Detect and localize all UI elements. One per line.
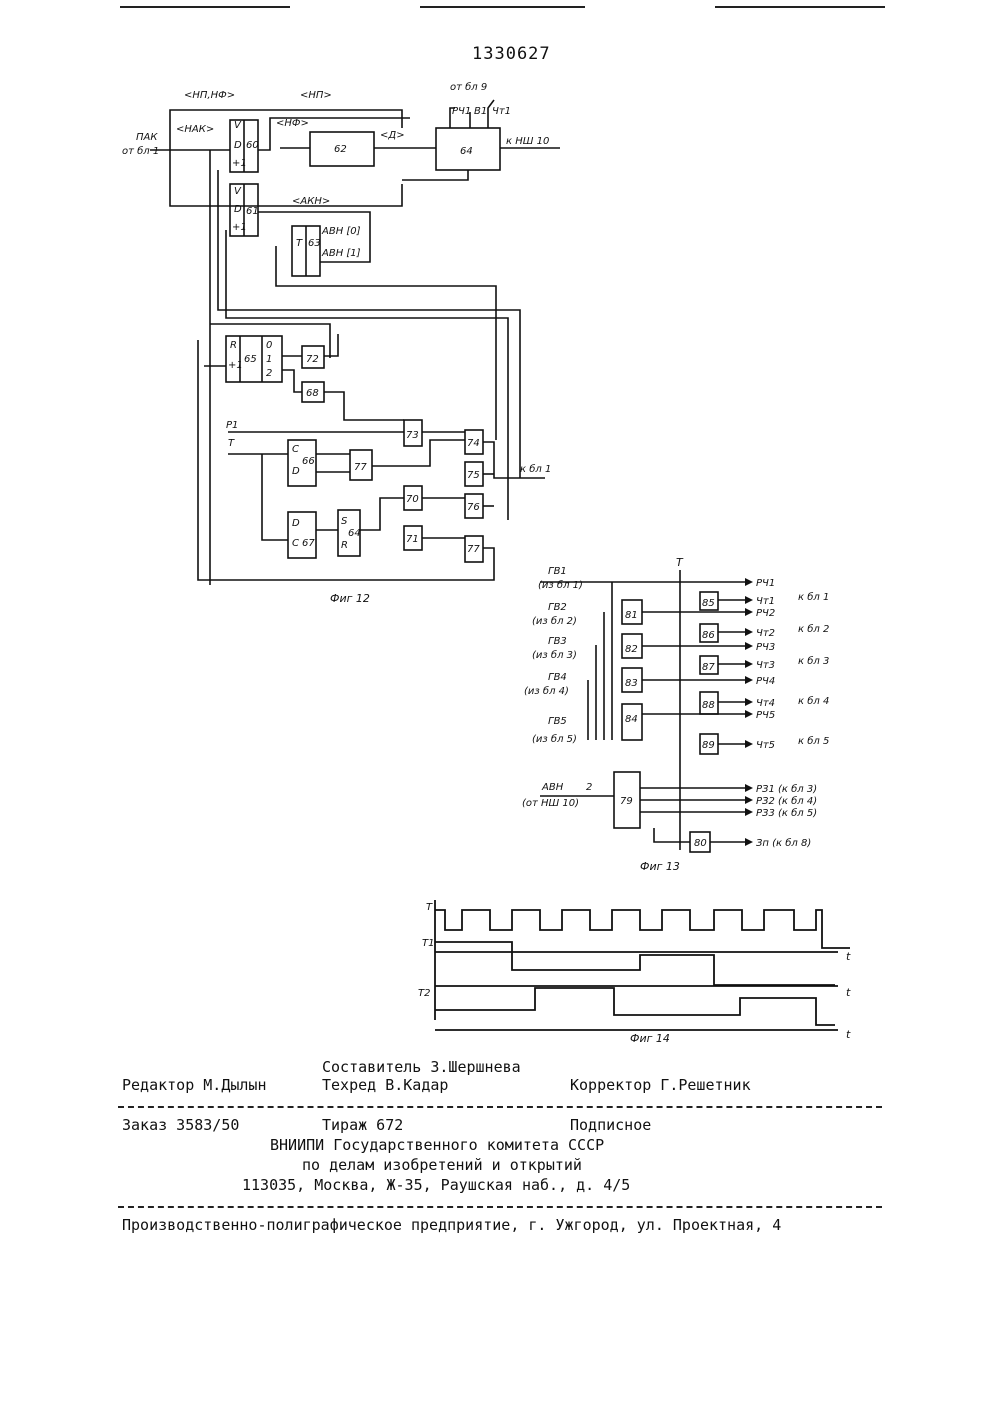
compiler-line: Составитель З.Шершнева bbox=[322, 1058, 521, 1076]
block-71 bbox=[404, 526, 422, 550]
fig12-diagram bbox=[150, 100, 560, 585]
block-79 bbox=[614, 772, 640, 828]
fig14-timing bbox=[435, 900, 850, 1030]
block-84 bbox=[622, 704, 642, 740]
block-88 bbox=[700, 692, 718, 714]
org1-line: ВНИИПИ Государственного комитета СССР bbox=[270, 1136, 604, 1154]
block-89 bbox=[700, 734, 718, 754]
block-82 bbox=[622, 634, 642, 658]
fig13-arrowheads bbox=[745, 578, 753, 846]
signal-T2 bbox=[435, 988, 835, 1025]
block-80 bbox=[690, 832, 710, 852]
order-line: Заказ 3583/50 bbox=[122, 1116, 239, 1134]
signal-T1 bbox=[435, 942, 835, 985]
separator-2 bbox=[118, 1206, 882, 1208]
block-66 bbox=[288, 440, 316, 486]
block-76 bbox=[465, 494, 483, 518]
block-74 bbox=[465, 430, 483, 454]
block-85 bbox=[700, 592, 718, 610]
patent-drawings bbox=[0, 0, 1000, 1060]
block-62 bbox=[310, 132, 374, 166]
block-64 bbox=[436, 128, 500, 170]
block-72 bbox=[302, 346, 324, 368]
corrector-line: Корректор Г.Решетник bbox=[570, 1076, 751, 1094]
block-81 bbox=[622, 600, 642, 624]
block-73 bbox=[404, 420, 422, 446]
techred-line: Техред В.Кадар bbox=[322, 1076, 448, 1094]
tirage-line: Тираж 672 bbox=[322, 1116, 403, 1134]
block-77 bbox=[465, 536, 483, 562]
block-78 bbox=[350, 450, 372, 480]
block-75 bbox=[465, 462, 483, 486]
block-83 bbox=[622, 668, 642, 692]
block-67 bbox=[288, 512, 316, 558]
subscription-line: Подписное bbox=[570, 1116, 651, 1134]
block-86 bbox=[700, 624, 718, 642]
block-87 bbox=[700, 656, 718, 674]
fig13-diagram bbox=[540, 570, 745, 852]
printer-line: Производственно-полиграфическое предприя… bbox=[122, 1216, 781, 1234]
block-65 bbox=[226, 336, 282, 382]
org2-line: по делам изобретений и открытий bbox=[302, 1156, 582, 1174]
separator-1 bbox=[118, 1106, 882, 1108]
editor-line: Редактор М.Дылын bbox=[122, 1076, 267, 1094]
block-70 bbox=[404, 486, 422, 510]
block-64b bbox=[338, 510, 360, 556]
block-68 bbox=[302, 382, 324, 402]
address-line: 113035, Москва, Ж-35, Раушская наб., д. … bbox=[242, 1176, 630, 1194]
